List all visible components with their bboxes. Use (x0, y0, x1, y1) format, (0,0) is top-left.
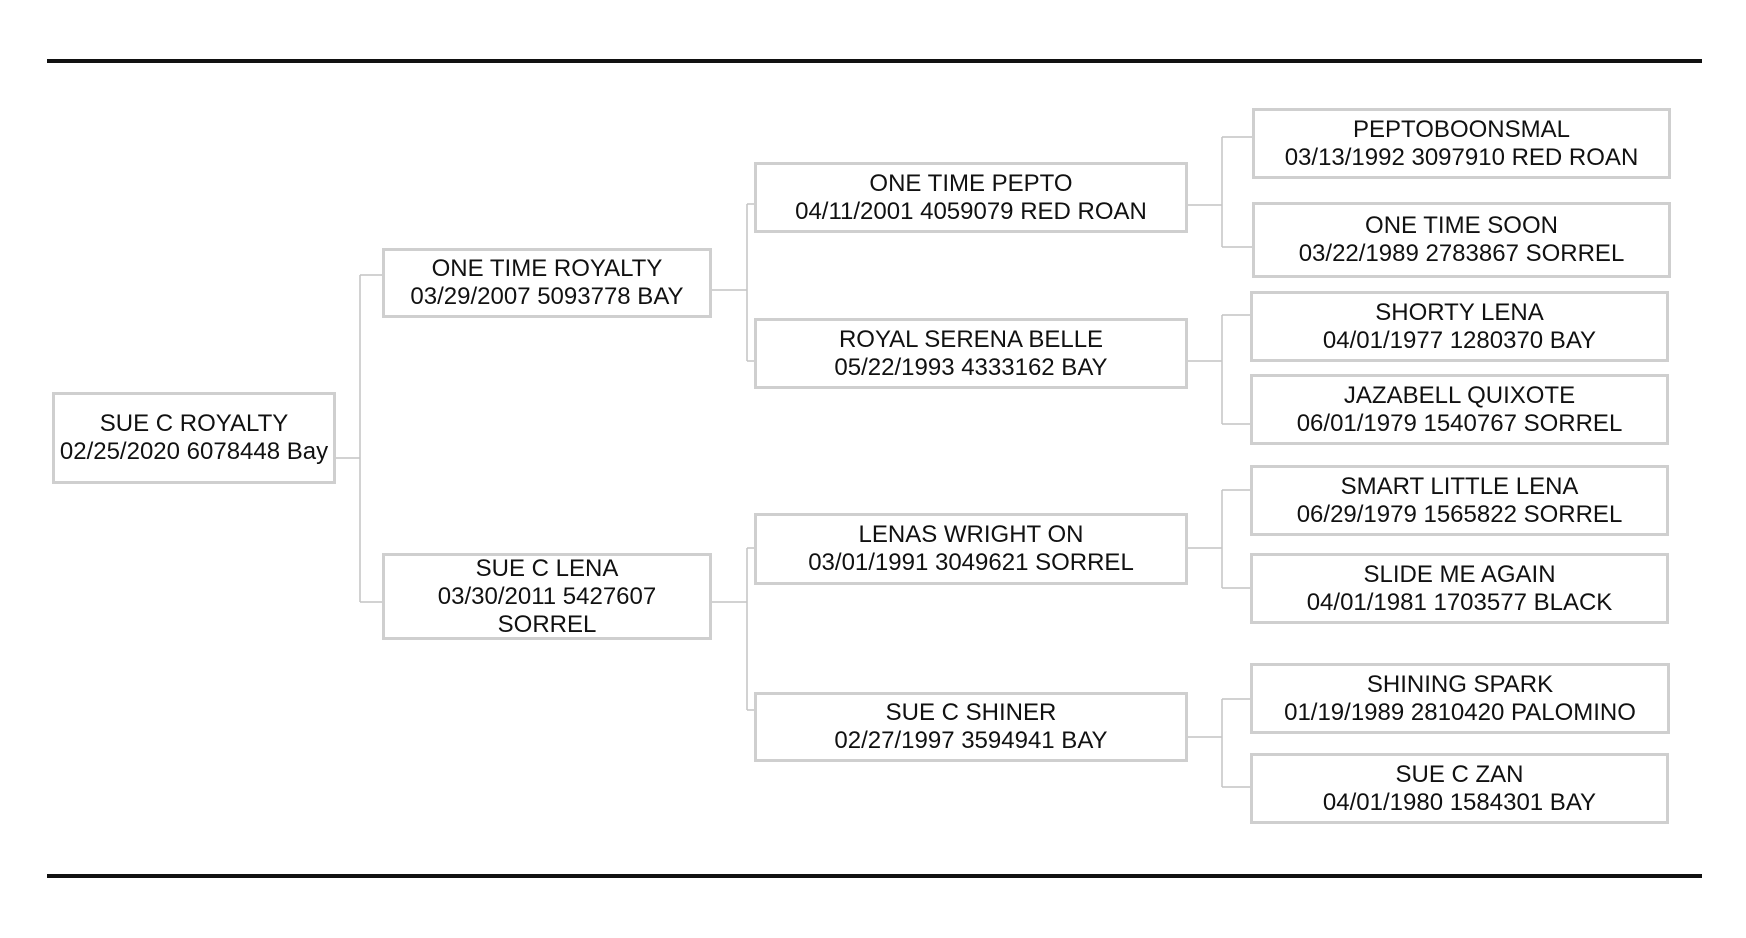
horse-detail: 03/22/1989 2783867 SORREL (1298, 240, 1625, 267)
horse-box-sire-sire: ONE TIME PEPTO 04/11/2001 4059079 RED RO… (754, 162, 1188, 233)
horse-box-dam-dam: SUE C SHINER 02/27/1997 3594941 BAY (754, 692, 1188, 762)
horse-name: ONE TIME PEPTO (869, 169, 1073, 197)
top-divider (47, 59, 1702, 63)
horse-detail: 02/27/1997 3594941 BAY (834, 727, 1108, 754)
horse-name: SHINING SPARK (1366, 670, 1554, 698)
horse-box-dam: SUE C LENA 03/30/2011 5427607 SORREL (382, 553, 712, 640)
bottom-divider (47, 874, 1702, 878)
horse-name: SUE C LENA (475, 554, 619, 582)
horse-box-subject: SUE C ROYALTY 02/25/2020 6078448 Bay (52, 392, 336, 484)
horse-name: SMART LITTLE LENA (1340, 472, 1579, 500)
horse-box-dam-sire-sire: SMART LITTLE LENA 06/29/1979 1565822 SOR… (1250, 465, 1669, 536)
horse-name: SUE C SHINER (885, 699, 1057, 726)
horse-name: ONE TIME SOON (1365, 212, 1558, 239)
horse-name: SLIDE ME AGAIN (1363, 560, 1556, 588)
horse-detail: 03/01/1991 3049621 SORREL (808, 549, 1134, 576)
horse-name: JAZABELL QUIXOTE (1343, 381, 1576, 409)
horse-detail: 06/29/1979 1565822 SORREL (1296, 500, 1623, 528)
horse-name: ROYAL SERENA BELLE (838, 325, 1104, 353)
horse-detail: 01/19/1989 2810420 PALOMINO (1284, 698, 1636, 726)
horse-box-sire: ONE TIME ROYALTY 03/29/2007 5093778 BAY (382, 248, 712, 318)
horse-box-dam-sire: LENAS WRIGHT ON 03/01/1991 3049621 SORRE… (754, 513, 1188, 585)
horse-box-sire-sire-dam: ONE TIME SOON 03/22/1989 2783867 SORREL (1252, 202, 1671, 278)
horse-name: SUE C ROYALTY (99, 410, 289, 437)
horse-detail: 02/25/2020 6078448 Bay (59, 438, 329, 465)
horse-box-sire-dam-sire: SHORTY LENA 04/01/1977 1280370 BAY (1250, 291, 1669, 362)
horse-box-dam-dam-dam: SUE C ZAN 04/01/1980 1584301 BAY (1250, 753, 1669, 824)
horse-box-dam-dam-sire: SHINING SPARK 01/19/1989 2810420 PALOMIN… (1250, 663, 1670, 734)
horse-detail: 04/01/1981 1703577 BLACK (1306, 588, 1613, 616)
horse-detail: 06/01/1979 1540767 SORREL (1296, 409, 1623, 437)
horse-box-sire-dam: ROYAL SERENA BELLE 05/22/1993 4333162 BA… (754, 318, 1188, 389)
horse-box-sire-dam-dam: JAZABELL QUIXOTE 06/01/1979 1540767 SORR… (1250, 374, 1669, 445)
horse-detail: 05/22/1993 4333162 BAY (834, 353, 1108, 381)
horse-detail: 04/11/2001 4059079 RED ROAN (795, 197, 1147, 225)
horse-detail: 04/01/1977 1280370 BAY (1322, 326, 1597, 354)
horse-detail: 03/30/2011 5427607 SORREL (437, 582, 657, 638)
horse-name: PEPTOBOONSMAL (1353, 115, 1570, 143)
horse-box-sire-sire-sire: PEPTOBOONSMAL 03/13/1992 3097910 RED ROA… (1252, 108, 1671, 179)
horse-name: LENAS WRIGHT ON (858, 521, 1084, 548)
horse-name: SUE C ZAN (1395, 760, 1524, 788)
horse-detail: 03/13/1992 3097910 RED ROAN (1284, 143, 1639, 171)
horse-detail: 03/29/2007 5093778 BAY (410, 283, 684, 310)
horse-name: SHORTY LENA (1375, 298, 1544, 326)
horse-box-dam-sire-dam: SLIDE ME AGAIN 04/01/1981 1703577 BLACK (1250, 553, 1669, 624)
horse-name: ONE TIME ROYALTY (431, 255, 663, 282)
horse-detail: 04/01/1980 1584301 BAY (1322, 788, 1597, 816)
